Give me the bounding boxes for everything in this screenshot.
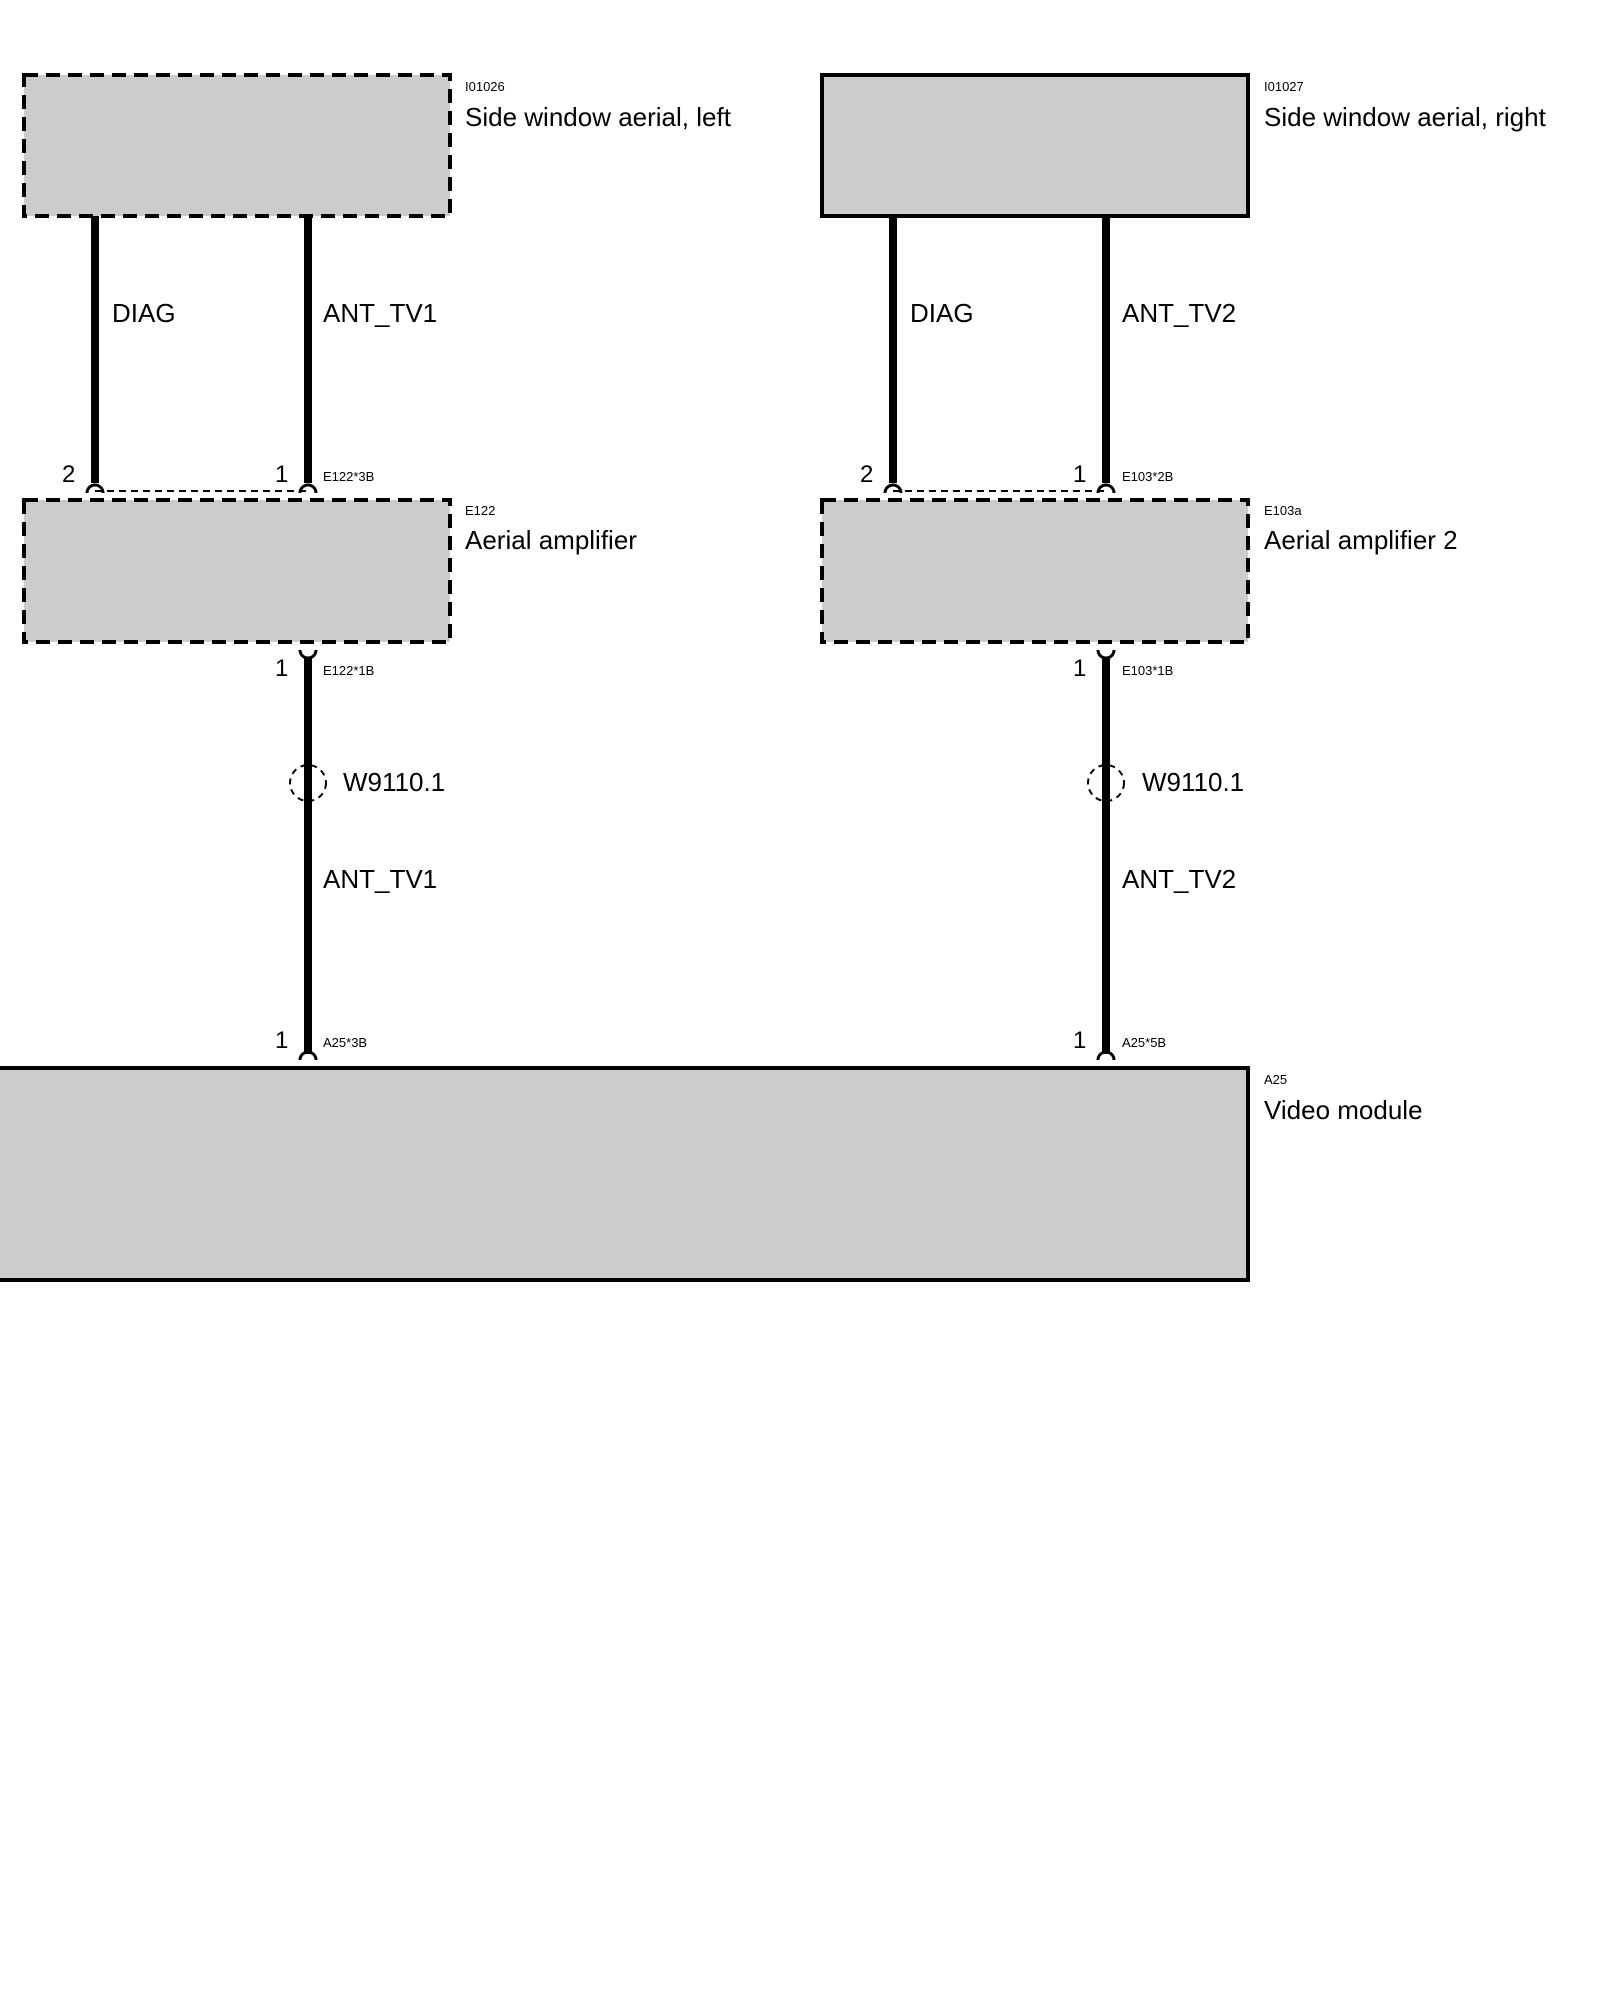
amp-right-name: Aerial amplifier 2: [1264, 525, 1458, 555]
wire-right-ant-lower-label: ANT_TV2: [1122, 864, 1236, 894]
pin-right-amp-out: 1: [1073, 655, 1086, 682]
wire-right-diag-label: DIAG: [910, 298, 974, 328]
pin-socket-right-diag: [883, 483, 903, 494]
aerial-right-name: Side window aerial, right: [1264, 102, 1547, 132]
connector-e103-1b: E103*1B: [1122, 663, 1173, 678]
aerial-left-name: Side window aerial, left: [465, 102, 732, 132]
amp-left-name: Aerial amplifier: [465, 525, 637, 555]
pin-left-amp-out: 1: [275, 655, 288, 682]
pin-left-video-in: 1: [275, 1027, 288, 1054]
pin-socket-right-amp-out: [1096, 649, 1116, 660]
connector-e103-2b: E103*2B: [1122, 469, 1173, 484]
connector-a25-5b: A25*5B: [1122, 1035, 1166, 1050]
amp-right-code: E103a: [1264, 503, 1302, 518]
wire-left-ant-upper-label: ANT_TV1: [323, 298, 437, 328]
pin-socket-left-diag: [85, 483, 105, 494]
wire-left-diag-label: DIAG: [112, 298, 176, 328]
aerial-right-code: I01027: [1264, 79, 1304, 94]
pin-socket-left-amp-out: [298, 649, 318, 660]
shield-right-label: W9110.1: [1142, 767, 1244, 797]
pin-right-video-in: 1: [1073, 1027, 1086, 1054]
pin-left-upper-diag: 2: [62, 461, 75, 488]
video-module-box: [0, 1066, 1250, 1282]
aerial-right-box: [820, 73, 1250, 218]
pin-right-upper-diag: 2: [860, 461, 873, 488]
connector-e122-3b: E122*3B: [323, 469, 374, 484]
amp-right-box: [820, 498, 1250, 644]
pin-left-upper-ant: 1: [275, 461, 288, 488]
wire-right-ant-upper-label: ANT_TV2: [1122, 298, 1236, 328]
shield-right-icon: [1087, 764, 1125, 802]
wire-left-ant-lower-label: ANT_TV1: [323, 864, 437, 894]
pin-socket-right-ant: [1096, 483, 1116, 494]
video-module-name: Video module: [1264, 1095, 1423, 1125]
shield-left-icon: [289, 764, 327, 802]
pin-right-upper-ant: 1: [1073, 461, 1086, 488]
connector-e122-1b: E122*1B: [323, 663, 374, 678]
amp-left-code: E122: [465, 503, 495, 518]
amp-left-box: [22, 498, 452, 644]
pin-socket-left-ant: [298, 483, 318, 494]
connector-a25-3b: A25*3B: [323, 1035, 367, 1050]
shield-left-label: W9110.1: [343, 767, 445, 797]
aerial-left-code: I01026: [465, 79, 505, 94]
video-module-code: A25: [1264, 1072, 1287, 1087]
pin-socket-left-video-in: [298, 1050, 318, 1061]
aerial-left-box: [22, 73, 452, 218]
pin-socket-right-video-in: [1096, 1050, 1116, 1061]
